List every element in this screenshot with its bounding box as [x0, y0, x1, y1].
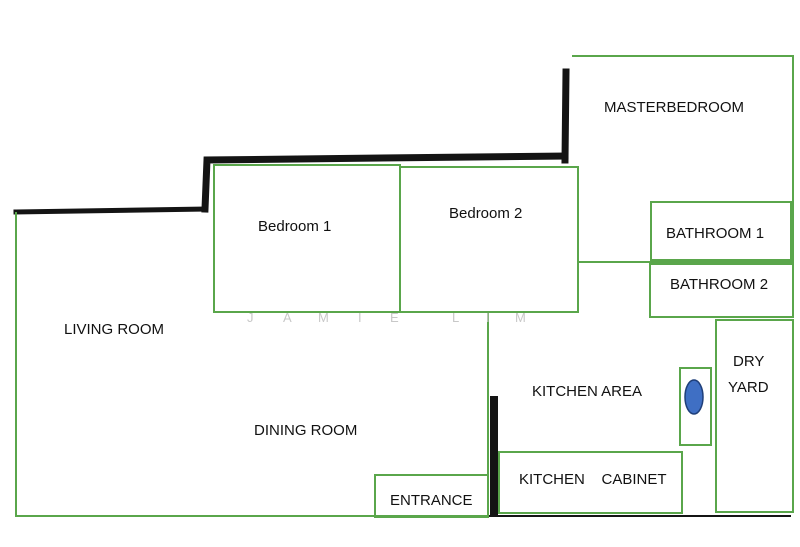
dry-yard-label: YARD: [728, 379, 769, 396]
sink-outline: [679, 367, 712, 446]
watermark-letter: I: [486, 310, 490, 325]
watermark-letter: M: [318, 310, 329, 325]
north-wall-living: [13, 206, 208, 215]
bathroom-1-label: BATHROOM 1: [666, 225, 764, 242]
kitchen-cabinet-outline: [498, 451, 683, 514]
bedroom-1-label: Bedroom 1: [258, 218, 331, 235]
master-bedroom-outline: [572, 55, 794, 263]
entrance-outline: [374, 474, 489, 518]
dry-yard-outline: [715, 319, 794, 513]
kitchen-cabinet-label: KITCHEN CABINET: [519, 471, 667, 488]
master-west-wall: [561, 68, 570, 164]
bathroom-2-label: BATHROOM 2: [670, 276, 768, 293]
kitchen-area-label: KITCHEN AREA: [532, 383, 642, 400]
bedroom-1-outline: [213, 164, 401, 313]
sink-fixture: [684, 379, 704, 415]
watermark: J A M I E L I M: [247, 310, 526, 325]
dining-room-label: DINING ROOM: [254, 422, 357, 439]
dry-yard-label: DRY: [733, 353, 764, 370]
watermark-letter: M: [515, 310, 526, 325]
master-bedroom-label: MASTERBEDROOM: [604, 99, 744, 116]
bathroom-1-outline: [650, 201, 792, 261]
bedroom-2-label: Bedroom 2: [449, 205, 522, 222]
step-wall: [201, 152, 569, 213]
watermark-letter: J: [247, 310, 254, 325]
living-room-label: LIVING ROOM: [64, 321, 164, 338]
watermark-letter: I: [358, 310, 362, 325]
watermark-letter: E: [390, 310, 399, 325]
bedroom-2-outline: [399, 166, 579, 313]
watermark-letter: L: [452, 310, 459, 325]
watermark-letter: A: [283, 310, 292, 325]
bathroom-2-outline: [649, 263, 794, 318]
entrance-label: ENTRANCE: [390, 492, 473, 509]
living-dining-outline: [15, 212, 489, 517]
